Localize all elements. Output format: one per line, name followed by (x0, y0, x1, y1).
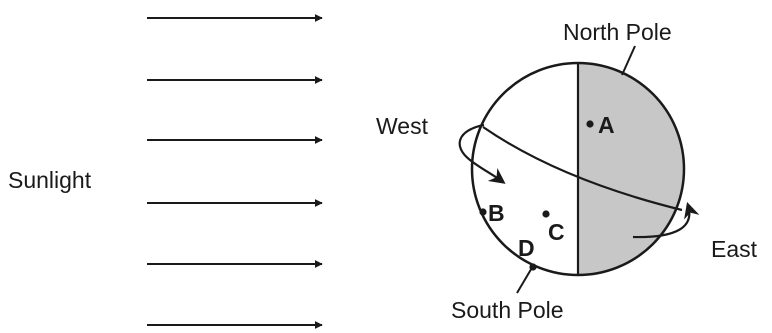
east-label: East (711, 236, 758, 262)
earth-outline (470, 61, 686, 277)
earth-globe (470, 45, 686, 294)
point-c-label: C (548, 219, 565, 245)
day-side (472, 63, 578, 275)
night-side (578, 63, 684, 275)
sunlight-rays (147, 14, 323, 329)
equator-line (482, 126, 683, 212)
north-pole-leader (621, 45, 636, 76)
point-b-dot (479, 208, 487, 216)
point-d-label: D (518, 235, 535, 261)
south-pole-label: South Pole (451, 297, 564, 323)
point-a-dot (586, 120, 594, 128)
south-pole-dot (529, 263, 537, 271)
point-b-label: B (488, 200, 505, 226)
north-pole-label: North Pole (563, 19, 672, 45)
east-rotation-arrow (632, 201, 700, 239)
west-label: West (376, 113, 429, 139)
west-rotation-arrow (458, 123, 506, 184)
point-c-dot (542, 210, 550, 218)
south-pole-leader (516, 265, 534, 294)
point-a-label: A (598, 112, 615, 138)
sunlight-label: Sunlight (8, 167, 92, 193)
